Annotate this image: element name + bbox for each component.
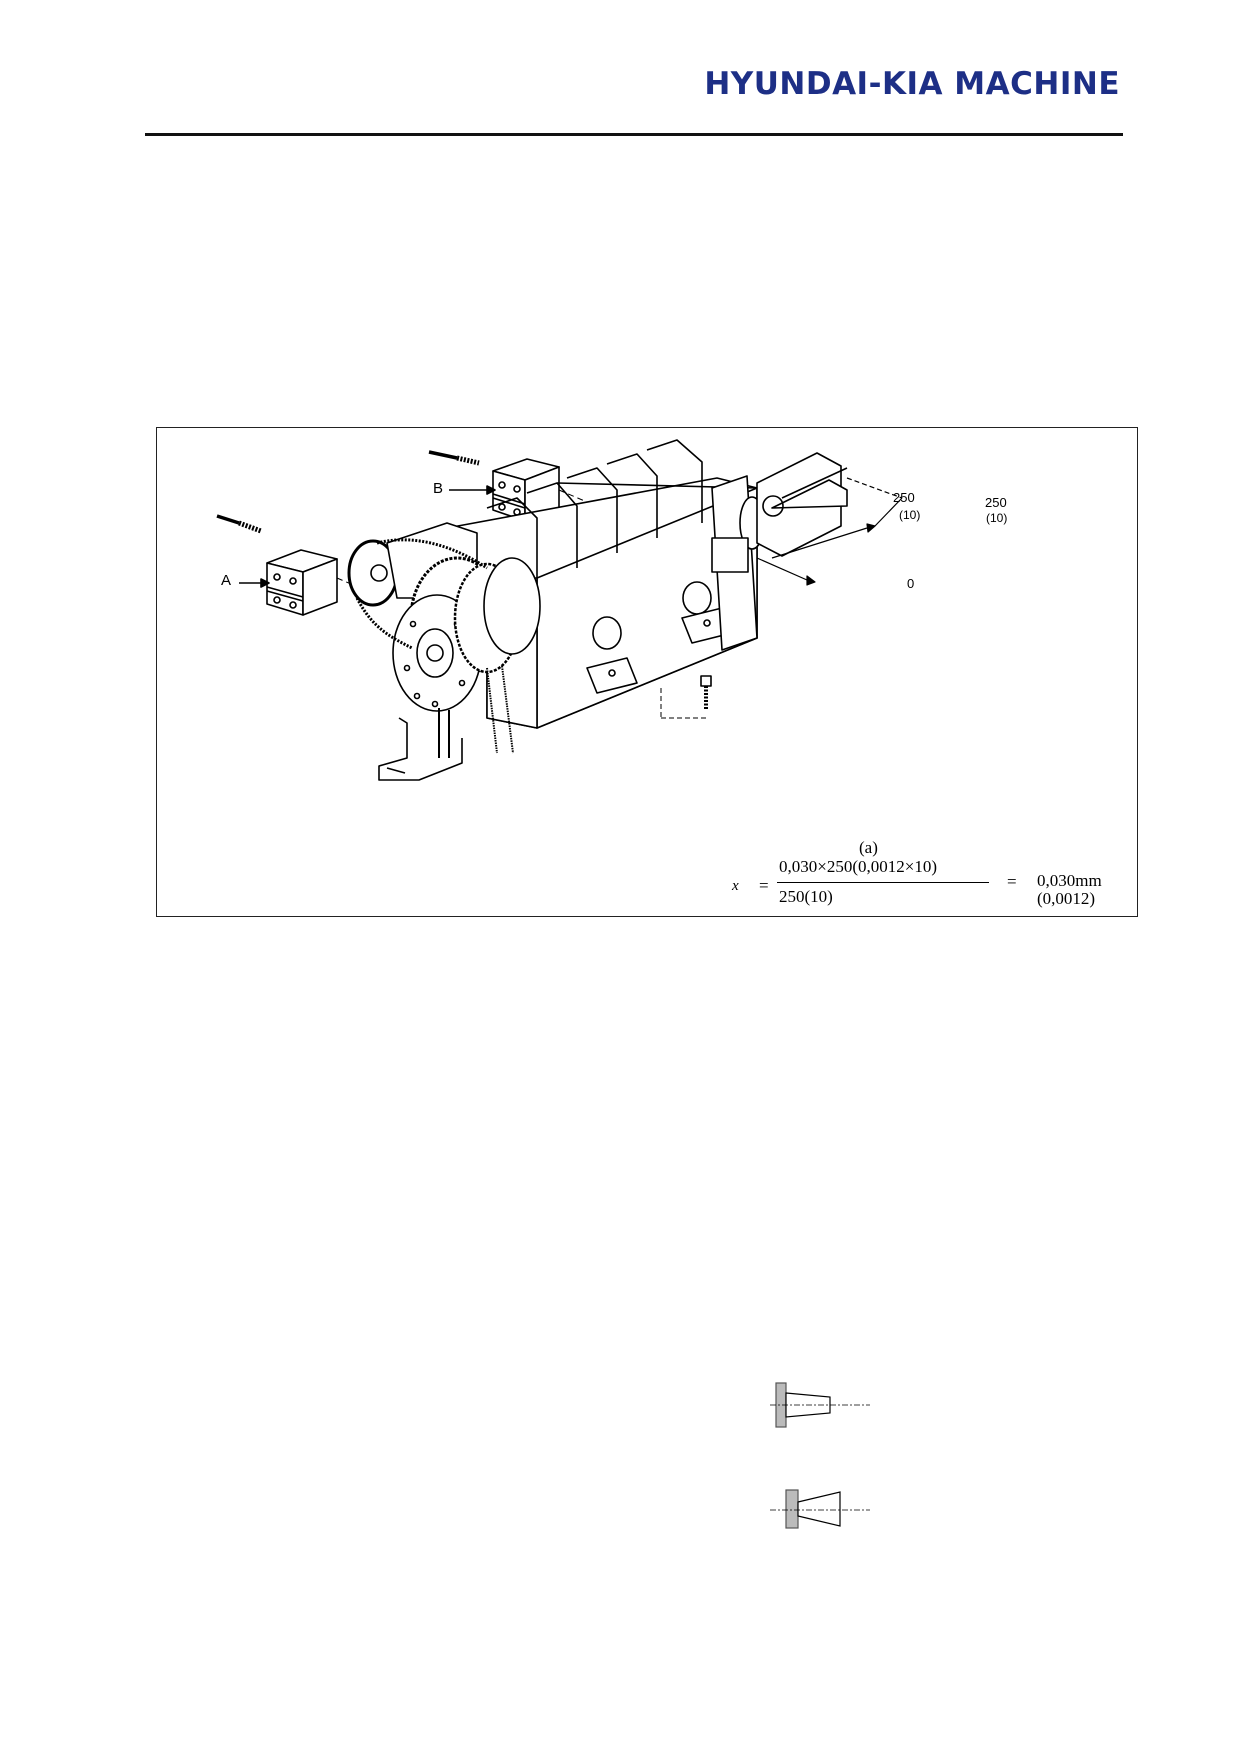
spindle-headstock-drawing bbox=[216, 439, 903, 781]
formula-eq2: = bbox=[1007, 872, 1017, 891]
spindle-alignment-figure: A B 250 (10) 250 (10) 0 (a) x = 0,030×25… bbox=[156, 427, 1138, 917]
test-arbor bbox=[711, 452, 848, 573]
formula-result-inch: (0,0012) bbox=[1037, 889, 1096, 908]
formula-lhs: x bbox=[732, 878, 739, 894]
block-b bbox=[428, 450, 588, 522]
dim-10-mid: (10) bbox=[899, 508, 921, 522]
bottom-screw bbox=[660, 675, 712, 719]
pulley-assembly bbox=[347, 522, 541, 781]
figure-caption: (a) bbox=[859, 838, 878, 857]
block-a bbox=[216, 514, 380, 616]
formula-result: 0,030mm bbox=[1037, 871, 1102, 890]
headstock-body bbox=[446, 439, 765, 729]
dimension-lines bbox=[756, 477, 903, 586]
label-b: B bbox=[433, 480, 444, 497]
taper-diagram-upper bbox=[770, 1382, 870, 1428]
dim-250-mid: 250 bbox=[893, 490, 915, 505]
dim-zero: 0 bbox=[907, 576, 915, 591]
header-rule bbox=[145, 133, 1123, 136]
label-a: A bbox=[221, 572, 232, 589]
taper-diagram-lower bbox=[770, 1489, 870, 1529]
fraction-bar bbox=[777, 882, 989, 884]
brand-logo: HYUNDAI-KIA MACHINE bbox=[704, 66, 1120, 102]
formula-eq1: = bbox=[759, 876, 769, 895]
dim-10-top: (10) bbox=[986, 511, 1008, 525]
dim-250-top: 250 bbox=[985, 495, 1007, 510]
formula-numerator: 0,030×250(0,0012×10) bbox=[779, 857, 937, 876]
formula-denominator: 250(10) bbox=[779, 887, 833, 906]
